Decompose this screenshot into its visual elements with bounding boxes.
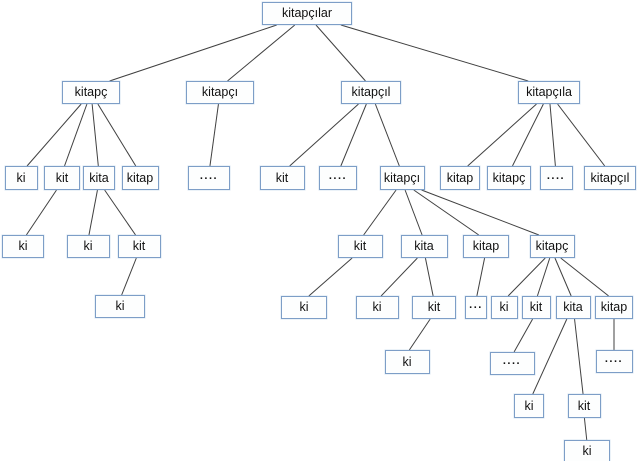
tree-edge: [97, 103, 137, 167]
tree-node-l2-kitapcila: kitapçıla: [518, 81, 580, 104]
tree-node-l6-dots1: ....: [489, 352, 535, 375]
tree-edge: [121, 257, 137, 296]
tree-edge: [308, 257, 353, 297]
tree-node-l5-ki2: ki: [355, 296, 399, 319]
tree-node-l5-kitap: kitap: [595, 296, 633, 319]
tree-node-l2-kitapc: kitapç: [62, 81, 120, 104]
tree-node-l3-dots1: ....: [188, 166, 230, 190]
tree-edge: [209, 103, 219, 167]
tree-edge: [374, 103, 400, 167]
tree-node-l6-ki: ki: [384, 350, 430, 374]
tree-edge: [507, 257, 546, 297]
tree-edge: [513, 318, 534, 353]
tree-node-l3-kitap2: kitap: [440, 166, 480, 190]
tree-node-l4-ki2: ki: [66, 235, 110, 258]
tree-node-l6-dots2: ....: [595, 350, 633, 373]
tree-node-l4-kit1: kit: [117, 235, 161, 258]
tree-node-l4-kitapc: kitapç: [529, 235, 575, 258]
tree-node-l2-kitapcil: kitapçıl: [341, 81, 401, 104]
tree-edge: [574, 318, 584, 395]
tree-edge: [315, 24, 366, 82]
tree-node-l7-ki: ki: [514, 394, 544, 418]
tree-node-l5-ki1: ki: [281, 296, 327, 319]
tree-edge: [88, 189, 98, 236]
tree-node-l5-ki0: ki: [95, 295, 145, 318]
tree-edge: [64, 103, 88, 167]
tree-node-l3-kitapc: kitapç: [487, 166, 531, 190]
tree-edge: [340, 103, 367, 167]
tree-edge: [511, 103, 544, 167]
tree-edge: [363, 189, 397, 236]
tree-node-l5-kit1: kit: [412, 296, 456, 319]
tree-edge: [413, 189, 480, 236]
tree-edge: [340, 24, 529, 82]
tree-edge: [424, 257, 434, 297]
tree-edge: [404, 189, 423, 236]
tree-node-l5-kit2: kit: [521, 296, 551, 319]
tree-edge: [26, 103, 82, 167]
tree-node-l4-ki1: ki: [2, 235, 44, 258]
tree-node-l5-kita: kita: [555, 296, 591, 319]
tree-edge: [557, 103, 606, 167]
tree-node-l3-kita: kita: [83, 166, 115, 190]
tree-edge: [421, 189, 540, 236]
tree-node-l4-kit2: kit: [337, 235, 383, 258]
tree-edge: [408, 318, 431, 351]
tree-edge: [560, 257, 609, 297]
tree-node-l8-ki: ki: [564, 440, 610, 461]
tree-node-l3-kit2: kit: [259, 166, 305, 190]
tree-edge: [554, 257, 572, 297]
tree-edge: [476, 257, 486, 297]
tree-edge: [536, 257, 551, 297]
tree-node-l3-ki: ki: [4, 166, 38, 190]
tree-edge: [104, 189, 136, 236]
tree-node-root: kitapçılar: [262, 2, 352, 25]
tree-edge: [583, 417, 588, 441]
tree-edge: [109, 24, 277, 82]
tree-edge: [380, 257, 418, 297]
tree-edge: [532, 318, 568, 395]
tree-edge: [91, 103, 99, 167]
tree-node-l3-kitapci: kitapçı: [379, 166, 425, 190]
tree-edge: [289, 103, 359, 167]
tree-edge: [467, 103, 537, 167]
tree-edge: [25, 189, 57, 236]
tree-node-l5-dots1: ...: [465, 296, 487, 319]
tree-node-l3-kitapcil: kitapçıl: [584, 166, 636, 190]
tree-node-l2-kitapci: kitapçı: [186, 81, 254, 104]
tree-node-l3-kitap: kitap: [121, 166, 159, 190]
tree-node-l4-kita: kita: [400, 235, 448, 258]
tree-node-l3-kit: kit: [44, 166, 80, 190]
tree-node-l4-kitap: kitap: [463, 235, 509, 258]
tree-node-l3-dots2: ....: [319, 166, 357, 190]
tree-node-l5-ki3: ki: [490, 296, 518, 319]
tree-node-l3-dots3: ....: [539, 166, 573, 190]
tree-edge: [227, 24, 296, 82]
tree-node-l7-kit: kit: [567, 394, 601, 418]
tree-edge: [549, 103, 556, 167]
